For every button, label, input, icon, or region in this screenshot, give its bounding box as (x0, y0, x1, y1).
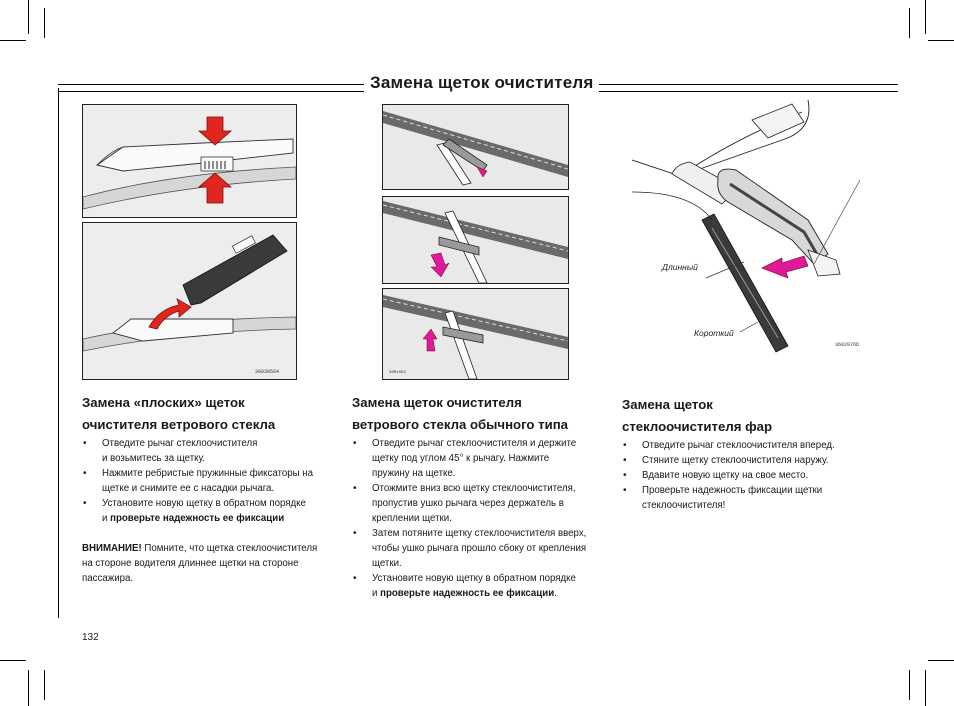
section-heading-flat: Замена «плоских» щеток очистителя ветров… (82, 392, 275, 436)
list-item: Затем потяните щетку стеклоочистителя вв… (352, 526, 622, 571)
heading-line: Замена щеток очистителя (352, 395, 522, 410)
section-title-bar: Замена щеток очистителя (58, 73, 898, 96)
figure-code: 3602076D (835, 342, 860, 348)
list-item: Проверьте надежность фиксации щеткистекл… (622, 483, 882, 513)
bullet-list-regular: Отведите рычаг стеклоочистителя и держит… (352, 436, 622, 601)
warning-label: ВНИМАНИЕ! (82, 543, 142, 554)
flat-blade-remove-drawing: 36030564 (83, 234, 296, 375)
heading-line: Замена щеток (622, 397, 713, 412)
list-item: Отведите рычаг стеклоочистителя вперед. (622, 438, 882, 453)
warning-note: ВНИМАНИЕ! Помните, что щетка стеклоочист… (82, 543, 318, 584)
label-long: Длинный (662, 262, 698, 272)
headlamp-wiper-drawing (632, 100, 861, 353)
list-item: Установите новую щетку в обратном порядк… (352, 571, 622, 601)
list-item: Нажмите ребристые пружинные фиксаторы на… (82, 466, 342, 496)
crop-mark (928, 40, 954, 41)
figure-flat-blade-remove: 36030564 (82, 222, 297, 380)
flat-blade-release-drawing (83, 116, 296, 210)
list-item: Стяните щетку стеклоочистителя наружу. (622, 453, 882, 468)
label-short: Короткий (694, 328, 734, 338)
crop-mark (925, 670, 926, 706)
crop-mark (925, 0, 926, 34)
crop-mark (0, 660, 26, 661)
regular-blade-up-drawing: 36M1093 (383, 289, 568, 379)
regular-blade-down-drawing (383, 197, 568, 283)
heading-line: ветрового стекла обычного типа (352, 417, 568, 432)
figure-headlamp-wiper: Длинный Короткий 3602076D (632, 100, 872, 360)
page-title: Замена щеток очистителя (364, 73, 600, 93)
crop-mark (44, 8, 45, 38)
crop-mark (909, 8, 910, 38)
figure-regular-blade-up: 36M1093 (382, 288, 569, 380)
heading-line: стеклоочистителя фар (622, 419, 772, 434)
crop-mark (28, 0, 29, 34)
page-number: 132 (82, 632, 99, 643)
crop-mark (909, 670, 910, 700)
crop-mark (928, 660, 954, 661)
crop-mark (44, 670, 45, 700)
list-item: Отведите рычаг стеклоочистителя и держит… (352, 436, 622, 481)
crop-mark (28, 670, 29, 706)
title-rule-right (358, 84, 898, 92)
figure-flat-blade-release (82, 104, 297, 218)
section-heading-headlamp: Замена щеток стеклоочистителя фар (622, 394, 772, 438)
regular-blade-angle-drawing (383, 105, 568, 189)
title-rule-left (58, 84, 358, 92)
figure-regular-blade-angle (382, 104, 569, 190)
section-heading-regular: Замена щеток очистителя ветрового стекла… (352, 392, 568, 436)
heading-line: очистителя ветрового стекла (82, 417, 276, 432)
list-item: Установите новую щетку в обратном порядк… (82, 496, 342, 526)
heading-line: Замена «плоских» щеток (82, 395, 245, 410)
bullet-list-headlamp: Отведите рычаг стеклоочистителя вперед. … (622, 438, 882, 513)
figure-code: 36030564 (255, 369, 279, 375)
list-item: Отожмите вниз всю щетку стеклоочистителя… (352, 481, 622, 526)
left-margin-rule (58, 88, 59, 618)
crop-mark (0, 40, 26, 41)
list-item: Вдавите новую щетку на свое место. (622, 468, 882, 483)
figure-code: 36M1093 (389, 371, 406, 375)
figure-regular-blade-down (382, 196, 569, 284)
